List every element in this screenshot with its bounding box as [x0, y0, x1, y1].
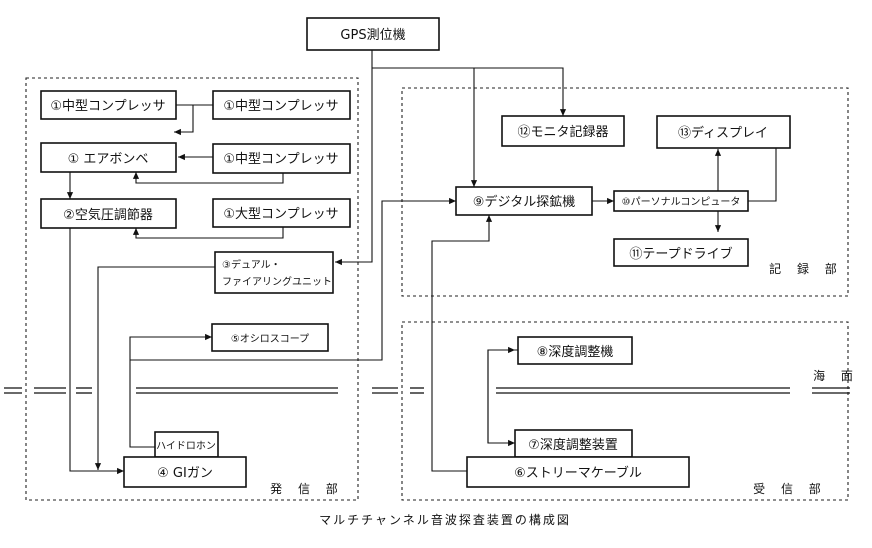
dual-firing-label-2: ファイアリングユニット: [222, 275, 332, 288]
hydrophone-node: ハイドロホン: [154, 431, 219, 458]
digital-sounder-node: ⑨デジタル探鉱機: [455, 186, 593, 216]
air-regulator-label: ②空気圧調節器: [63, 207, 153, 223]
personal-computer-node: ⑩パーソナルコンピュータ: [613, 190, 749, 212]
air-regulator-node: ②空気圧調節器: [40, 198, 177, 229]
dual-firing-unit-node: ③デュアル・ ファイアリングユニット: [214, 251, 334, 294]
depth-control-device-label: ⑦深度調整装置: [528, 437, 618, 453]
depth-control-device-node: ⑦深度調整装置: [514, 429, 633, 458]
compressor-large-node: ①大型コンプレッサ: [212, 198, 351, 228]
gps-label: GPS測位機: [340, 28, 405, 43]
monitor-recorder-node: ⑫モニタ記録器: [501, 115, 625, 147]
gps-node: GPS測位機: [306, 17, 440, 51]
air-cylinder-node: ① エアボンベ: [40, 142, 177, 173]
compressor-medium-b-node: ①中型コンプレッサ: [212, 90, 351, 120]
gi-gun-label: ④ GIガン: [157, 466, 213, 481]
depth-controller-label: ⑧深度調整機: [537, 344, 614, 360]
streamer-cable-node: ⑥ストリーマケーブル: [466, 456, 690, 488]
air-cylinder-label: ① エアボンベ: [68, 152, 149, 167]
transmitter-group-label: 発 信 部: [270, 481, 344, 496]
monitor-recorder-label: ⑫モニタ記録器: [517, 124, 608, 140]
compressor-medium-b-label: ①中型コンプレッサ: [223, 99, 338, 114]
display-label: ⑬ディスプレイ: [678, 125, 768, 141]
gi-gun-node: ④ GIガン: [123, 456, 247, 488]
recorder-group-label: 記 録 部: [769, 261, 843, 276]
tape-drive-node: ⑪テープドライブ: [613, 238, 749, 267]
receiver-group-label: 受 信 部: [753, 481, 827, 496]
sea-surface-line: [4, 387, 850, 394]
compressor-medium-a-node: ①中型コンプレッサ: [40, 90, 177, 120]
dual-firing-label-1: ③デュアル・: [222, 258, 281, 271]
compressor-large-label: ①大型コンプレッサ: [223, 207, 338, 222]
digital-sounder-label: ⑨デジタル探鉱機: [473, 194, 575, 210]
connectors: [66, 50, 777, 475]
sea-surface-label: 海 面: [813, 368, 859, 383]
hydrophone-label: ハイドロホン: [156, 440, 216, 452]
depth-controller-node: ⑧深度調整機: [517, 336, 633, 365]
receiver-group-frame: [401, 321, 849, 501]
recorder-group-frame: [401, 87, 849, 297]
oscilloscope-node: ⑤オシロスコープ: [211, 323, 329, 352]
personal-computer-label: ⑩パーソナルコンピュータ: [622, 196, 741, 208]
oscilloscope-label: ⑤オシロスコープ: [231, 333, 309, 345]
diagram-title: マルチチャンネル音波探査装置の構成図: [319, 512, 571, 527]
compressor-medium-c-label: ①中型コンプレッサ: [223, 152, 338, 167]
transmitter-group-frame: [25, 77, 359, 501]
tape-drive-label: ⑪テープドライブ: [629, 246, 732, 262]
compressor-medium-a-label: ①中型コンプレッサ: [50, 99, 165, 114]
compressor-medium-c-node: ①中型コンプレッサ: [212, 143, 351, 174]
streamer-cable-label: ⑥ストリーマケーブル: [514, 465, 642, 481]
display-node: ⑬ディスプレイ: [656, 115, 791, 149]
